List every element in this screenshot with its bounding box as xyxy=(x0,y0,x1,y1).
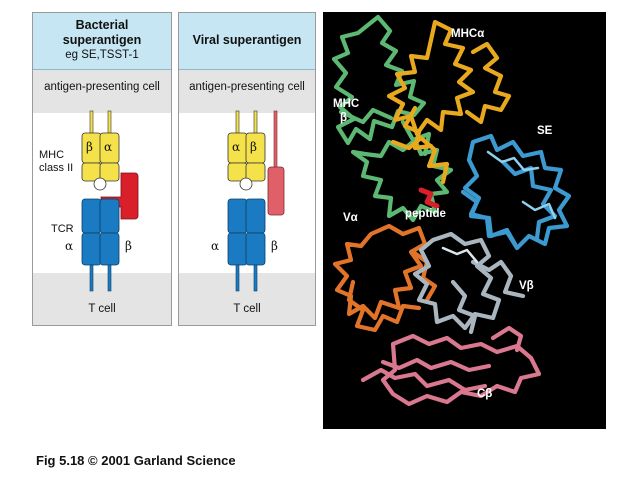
c-beta-structure-label: Cβ xyxy=(477,388,493,400)
se-structure-label: SE xyxy=(537,125,553,137)
mhc-class-label-line1: MHC xyxy=(39,149,65,161)
tcr-beta-variable xyxy=(245,198,266,234)
superantigen-se-highlights xyxy=(486,150,557,220)
t-cell-label: T cell xyxy=(233,303,261,315)
mhc-beta-structure-label-line2: β xyxy=(340,112,348,124)
v-beta-structure-label: Vβ xyxy=(519,280,534,292)
t-cell-membrane xyxy=(179,273,315,325)
apc-membrane xyxy=(179,70,315,113)
mhc-alpha-stalk xyxy=(107,110,112,134)
mhc-beta-symbol: β xyxy=(250,140,257,154)
mhc-beta-stalk xyxy=(253,110,258,134)
tcr-alpha-symbol: α xyxy=(211,239,220,253)
panel-header: Bacterial superantigen eg SE,TSST-1 xyxy=(33,13,171,70)
mhc-alpha-structure-label: MHCα xyxy=(451,28,485,40)
mhc-alpha-stalk xyxy=(235,110,240,134)
t-cell-label: T cell xyxy=(88,303,116,315)
figure-caption: Fig 5.18 © 2001 Garland Science xyxy=(36,453,236,468)
structure-ribbons xyxy=(331,14,572,407)
apc-label: antigen-presenting cell xyxy=(44,81,160,93)
v-beta-domain xyxy=(412,231,526,335)
mhc-beta-chain xyxy=(331,14,454,223)
mhc-beta-structure-label-line1: MHC xyxy=(333,98,360,110)
tcr-alpha-variable xyxy=(81,198,102,234)
apc-label: antigen-presenting cell xyxy=(189,81,305,93)
peptide-circle xyxy=(239,177,253,191)
tcr-beta-constant xyxy=(99,232,120,266)
mhc-alpha-domain-2 xyxy=(99,162,120,182)
panel-title-line1: Bacterial xyxy=(75,18,129,32)
apc-membrane xyxy=(33,70,171,113)
tcr-beta-stalk xyxy=(253,264,258,292)
mhc-alpha-symbol: α xyxy=(232,140,241,154)
v-alpha-structure-label: Vα xyxy=(343,212,358,224)
peptide-structure-label: peptide xyxy=(405,208,446,220)
panel-header: Viral superantigen xyxy=(179,13,315,70)
tcr-alpha-constant xyxy=(81,232,102,266)
tcr-beta-variable xyxy=(99,198,120,234)
tcr-alpha-stalk xyxy=(235,264,240,292)
tcr-label: TCR xyxy=(51,223,74,235)
bacterial-superantigen-panel: Bacterial superantigen eg SE,TSST-1 anti… xyxy=(32,12,172,326)
t-cell-membrane xyxy=(33,273,171,325)
viral-superantigen-shape xyxy=(267,166,285,216)
superantigen-se-chain xyxy=(460,133,572,251)
tcr-alpha-constant xyxy=(227,232,248,266)
tcr-alpha-symbol: α xyxy=(65,239,74,253)
panel-title: Viral superantigen xyxy=(192,33,302,47)
tcr-alpha-variable xyxy=(227,198,248,234)
mhc-beta-symbol: β xyxy=(86,140,93,154)
mhc-alpha-chain xyxy=(386,19,512,185)
peptide-fragment xyxy=(418,187,440,209)
tcr-beta-constant xyxy=(245,232,266,266)
mhc-beta-stalk xyxy=(89,110,94,134)
v-beta-highlights xyxy=(441,246,479,264)
bacterial-complex-diagram xyxy=(81,110,139,292)
tcr-beta-stalk xyxy=(107,264,112,292)
c-beta-domain xyxy=(360,325,542,407)
mhc-alpha-symbol: α xyxy=(104,140,113,154)
tcr-beta-symbol: β xyxy=(125,239,132,253)
tcr-beta-symbol: β xyxy=(271,239,278,253)
peptide-circle xyxy=(93,177,107,191)
tcr-alpha-stalk xyxy=(89,264,94,292)
viral-superantigen-panel: Viral superantigen antigen-presenting ce… xyxy=(178,12,316,326)
crystal-structure-panel: MHCα MHC β SE Vα peptide Vβ Cβ xyxy=(323,12,606,429)
mhc-beta-domain-2 xyxy=(245,162,266,182)
panel-subtitle: eg SE,TSST-1 xyxy=(65,49,139,61)
viral-complex-diagram xyxy=(227,110,285,292)
mhc-class-label-line2: class II xyxy=(39,162,74,174)
panel-title-line2: superantigen xyxy=(62,33,142,47)
viral-superantigen-stalk xyxy=(273,110,278,168)
